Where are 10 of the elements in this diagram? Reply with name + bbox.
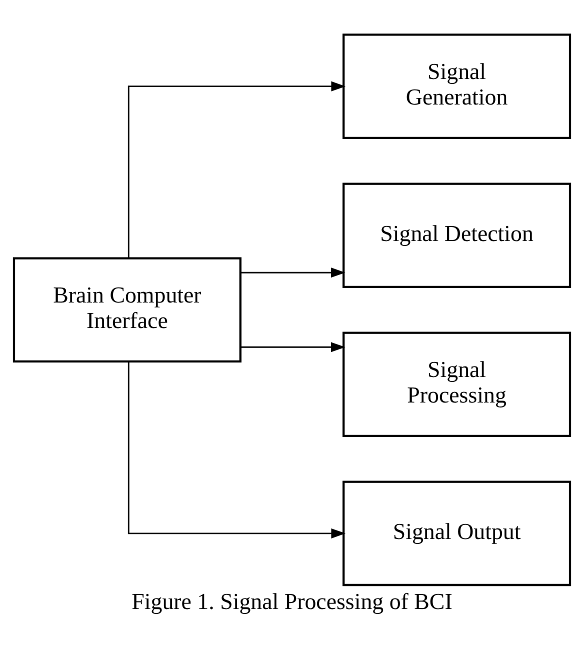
arrow [240, 342, 346, 352]
node-box: Signal Generation [342, 34, 572, 139]
arrow [128, 81, 346, 258]
node-box: Signal Processing [342, 332, 572, 438]
node-box: Brain Computer Interface [12, 257, 242, 363]
caption: Figure 1. Signal Processing of BCI [132, 589, 452, 614]
arrow [128, 362, 346, 538]
node-box: Signal Detection [342, 182, 572, 288]
node-box: Signal Output [342, 480, 572, 586]
arrow [240, 268, 346, 278]
